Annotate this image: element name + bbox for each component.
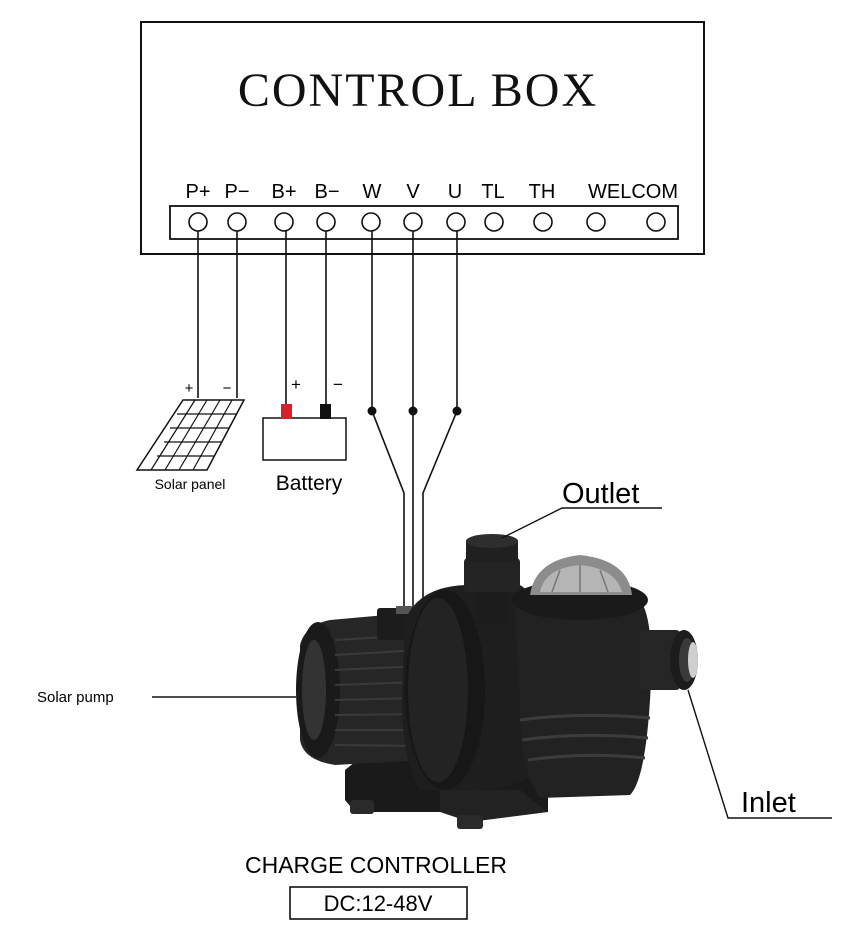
- terminal-label-v: V: [406, 181, 420, 203]
- terminal-label-p-minus: P−: [224, 181, 249, 203]
- solar-panel: + − Solar panel: [135, 380, 246, 492]
- solar-panel-label: Solar panel: [155, 476, 226, 492]
- terminal-p-minus: [227, 212, 247, 232]
- inlet-label: Inlet: [741, 787, 796, 819]
- control-box-title: CONTROL BOX: [238, 64, 598, 117]
- solar-panel-frame: [135, 399, 246, 471]
- solar-panel-grid: [150, 399, 237, 471]
- terminal-label-b-plus: B+: [271, 181, 296, 203]
- battery: + − Battery: [262, 375, 347, 495]
- outlet-leader: [501, 507, 662, 539]
- battery-plus: +: [291, 375, 301, 394]
- terminal-label-u: U: [448, 181, 462, 203]
- outlet-label: Outlet: [562, 478, 639, 510]
- terminal-u: [446, 212, 466, 232]
- control-box-frame: [140, 21, 705, 255]
- solar-panel-plus: +: [185, 380, 194, 397]
- junction-u: [452, 406, 462, 416]
- battery-positive-terminal: [281, 404, 292, 419]
- wires: [197, 231, 458, 612]
- battery-minus: −: [333, 375, 343, 394]
- terminal-label-p-plus: P+: [185, 181, 210, 203]
- charge-controller-title: CHARGE CONTROLLER: [245, 852, 507, 878]
- solar-panel-minus: −: [223, 380, 232, 397]
- solar-pump-label: Solar pump: [37, 689, 114, 706]
- terminal-b-minus: [316, 212, 336, 232]
- terminal-w: [361, 212, 381, 232]
- terminal-v: [403, 212, 423, 232]
- terminal-label-tl: TL: [481, 181, 504, 203]
- battery-body: [262, 417, 347, 461]
- battery-label: Battery: [276, 472, 343, 495]
- terminal-label-welcom: WELCOM: [588, 181, 678, 203]
- pump-callouts: [152, 507, 832, 819]
- junction-v: [408, 406, 418, 416]
- pump-inlet-pipe: [640, 630, 680, 690]
- pump-strainer-housing: [515, 600, 652, 798]
- terminal-th: [533, 212, 553, 232]
- terminal-label-w: W: [363, 181, 382, 203]
- terminal-p-plus: [188, 212, 208, 232]
- terminal-tl: [484, 212, 504, 232]
- pump-image: [296, 534, 698, 829]
- control-box: CONTROL BOX P+ P− B+ B− W V U TL TH WELC…: [140, 21, 705, 255]
- junction-w: [367, 406, 377, 416]
- voltage-spec-box: [289, 886, 468, 920]
- inlet-leader: [687, 689, 832, 819]
- terminal-label-b-minus: B−: [314, 181, 339, 203]
- wire-w: [371, 231, 405, 612]
- voltage-spec: DC:12-48V: [324, 891, 433, 916]
- wire-u: [422, 231, 458, 612]
- terminal-label-th: TH: [529, 181, 556, 203]
- battery-negative-terminal: [320, 404, 331, 419]
- terminal-welcom-2: [646, 212, 666, 232]
- terminal-welcom-1: [586, 212, 606, 232]
- terminal-b-plus: [274, 212, 294, 232]
